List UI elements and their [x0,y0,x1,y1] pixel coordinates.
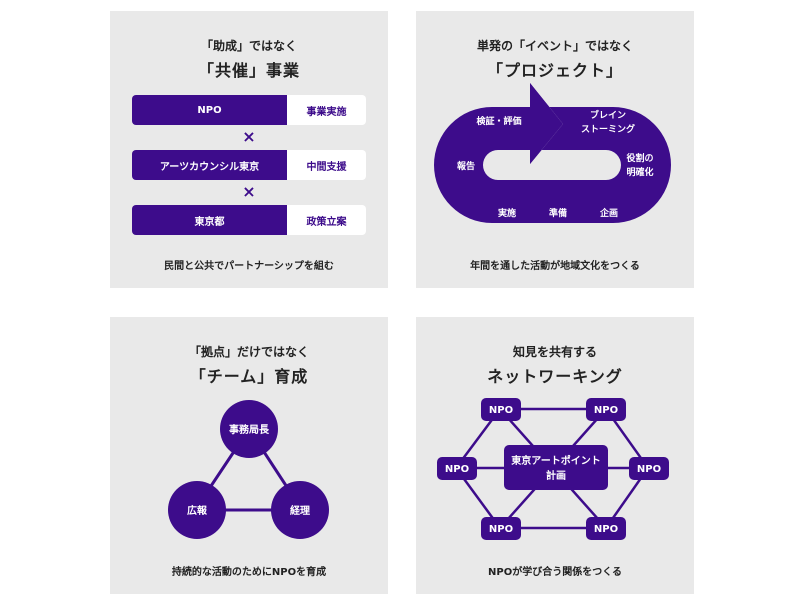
npo-node [481,398,521,421]
cycle-step-preparation: 準備 [549,207,567,219]
npo-node-label: NPO [594,405,618,416]
cycle-step-roles-2: 明確化 [626,166,653,178]
npo-node [437,457,477,480]
npo-node [586,398,626,421]
cycle-step-brainstorm-1: ブレイン [590,109,626,121]
network-hub-label: 計画 [546,469,566,482]
cycle-arrow [492,83,563,164]
team-node-pr [168,481,226,539]
npo-node-label: NPO [445,464,469,475]
panel-subtitle: 知見を共有する [512,345,597,359]
team-diagram: 事務局長 広報 経理 [168,400,329,539]
cycle-step-review: 検証・評価 [476,115,521,127]
role-label: アーツカウンシル東京 [132,150,287,180]
npo-node [586,517,626,540]
role-row-arts-council: アーツカウンシル東京 中間支援 [132,150,366,180]
role-function: 中間支援 [287,150,366,180]
panel-caption: 年間を通した活動が地域文化をつくる [470,261,640,272]
network-hub [504,445,608,490]
team-node-label: 広報 [187,504,208,517]
npo-node [481,517,521,540]
panel-subtitle: 単発の「イベント」ではなく [476,39,633,53]
npo-node-label: NPO [594,524,618,535]
team-node-label: 事務局長 [229,423,270,436]
panel-subtitle: 「拠点」だけではなく [188,345,309,359]
role-row-npo: NPO 事業実施 [132,95,366,125]
panel-caption: NPOが学び合う関係をつくる [488,567,622,578]
role-label: NPO [132,95,287,125]
cross-icon: × [242,127,256,146]
panel-networking: 知見を共有する ネットワーキング 東京アートポイント 計画 NPO NPO NP… [416,317,694,594]
role-function: 政策立案 [287,205,366,235]
cycle-step-roles-1: 役割の [625,152,653,164]
panel-title: 「共催」事業 [197,61,300,80]
npo-node-label: NPO [489,524,513,535]
role-label: 東京都 [132,205,287,235]
cross-icon: × [242,182,256,201]
panel-title: ネットワーキング [487,367,623,386]
cycle-step-planning: 企画 [599,207,618,219]
project-cycle-diagram: 検証・評価 ブレイン ストーミング 役割の 明確化 企画 準備 実施 報告 [434,83,671,223]
panel-subtitle: 「助成」ではなく [200,39,297,53]
panel-caption: 持続的な活動のためにNPOを育成 [171,567,327,578]
cycle-ring [434,83,671,223]
panel-title: 「プロジェクト」 [486,61,623,80]
network-diagram: 東京アートポイント 計画 NPO NPO NPO NPO NPO NPO [437,398,669,540]
panel-caption: 民間と公共でパートナーシップを組む [164,261,334,272]
role-row-tokyo: 東京都 政策立案 [132,205,366,235]
panel-project: 単発の「イベント」ではなく 「プロジェクト」 検証・評価 ブレイン ストーミング… [416,11,694,288]
team-node-label: 経理 [290,504,310,517]
team-node-accounting [271,481,329,539]
npo-node-label: NPO [489,405,513,416]
panel-title: 「チーム」育成 [189,367,309,386]
cycle-step-brainstorm-2: ストーミング [581,123,635,135]
cycle-step-report: 報告 [457,160,475,172]
panel-team: 「拠点」だけではなく 「チーム」育成 事務局長 広報 経理 持続的な活動のために… [110,317,388,594]
cycle-step-implementation: 実施 [498,207,516,219]
network-hub-label: 東京アートポイント [511,454,600,467]
npo-node [629,457,669,480]
npo-node-label: NPO [637,464,661,475]
team-node-director [220,400,278,458]
panel-kyosai: 「助成」ではなく 「共催」事業 NPO 事業実施 × アーツカウンシル東京 中間… [110,11,388,288]
role-function: 事業実施 [287,95,366,125]
